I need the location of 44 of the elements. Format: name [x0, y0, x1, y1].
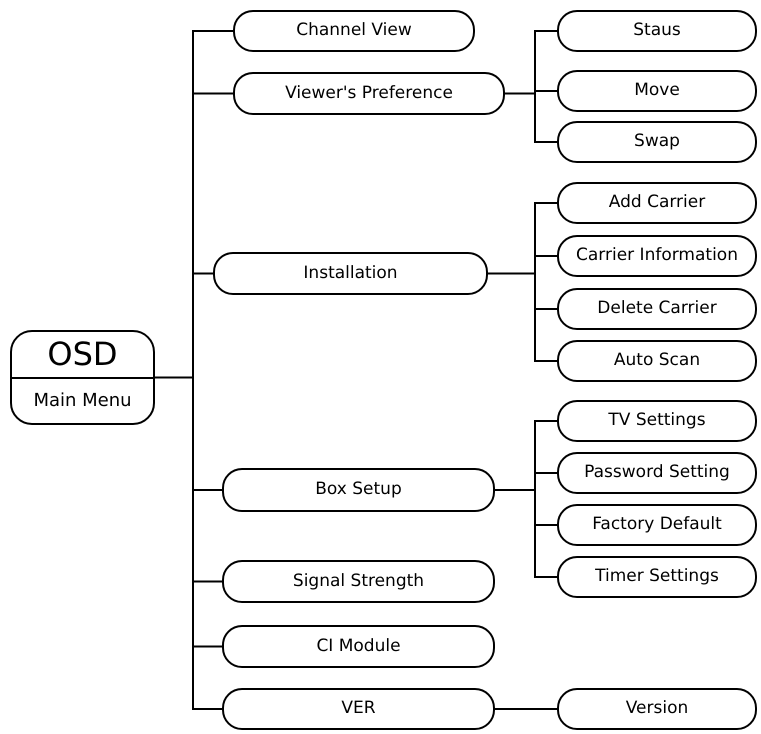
menu-item-label: Carrier Information: [576, 245, 738, 267]
connector-line: [495, 708, 557, 710]
menu-item-label: CI Module: [316, 636, 401, 658]
menu-item-box: [557, 504, 757, 546]
menu-item-box: [557, 452, 757, 494]
menu-item-box: [557, 288, 757, 330]
menu-item-box: [557, 235, 757, 277]
menu-item-label: Delete Carrier: [597, 298, 717, 320]
menu-item-label: Move: [634, 80, 680, 102]
menu-item-label: Add Carrier: [608, 192, 706, 214]
connector-line: [155, 376, 222, 710]
menu-item-label: Signal Strength: [292, 570, 424, 592]
menu-item-label: VER: [341, 698, 376, 720]
menu-item-label: Viewer's Preference: [285, 82, 453, 104]
menu-item-box: [557, 121, 757, 163]
menu-item-box: [557, 556, 757, 598]
menu-item-label: Swap: [634, 131, 680, 153]
menu-item-label: Installation: [303, 262, 398, 284]
menu-item-box: [222, 560, 495, 603]
menu-item-label: Factory Default: [592, 514, 722, 536]
menu-item-label: Staus: [633, 20, 681, 42]
menu-item-box: [233, 10, 475, 52]
menu-title: OSD: [46, 334, 119, 376]
menu-item-label: Auto Scan: [614, 350, 700, 372]
menu-item-box: [222, 468, 495, 512]
connector-line: [505, 92, 557, 143]
menu-item-label: Password Setting: [584, 462, 730, 484]
menu-item-label: TV Settings: [608, 410, 706, 432]
menu-item-label: Box Setup: [315, 479, 402, 501]
menu-item-box: [557, 340, 757, 382]
menu-item-label: Version: [626, 698, 688, 720]
menu-item-box: [557, 688, 757, 730]
menu-item-box: [557, 10, 757, 52]
menu-item-box: [557, 182, 757, 224]
menu-subtitle: Main Menu: [12, 376, 153, 423]
menu-item-box: [213, 252, 488, 295]
menu-box: [10, 330, 155, 425]
menu-item-label: Channel View: [296, 20, 412, 42]
menu-item-box: [557, 400, 757, 442]
menu-item-box: [233, 72, 505, 115]
menu-item-box: [222, 688, 495, 730]
menu-item-label: Timer Settings: [595, 566, 719, 588]
menu-item-box: [557, 70, 757, 112]
menu-item-box: [222, 625, 495, 668]
